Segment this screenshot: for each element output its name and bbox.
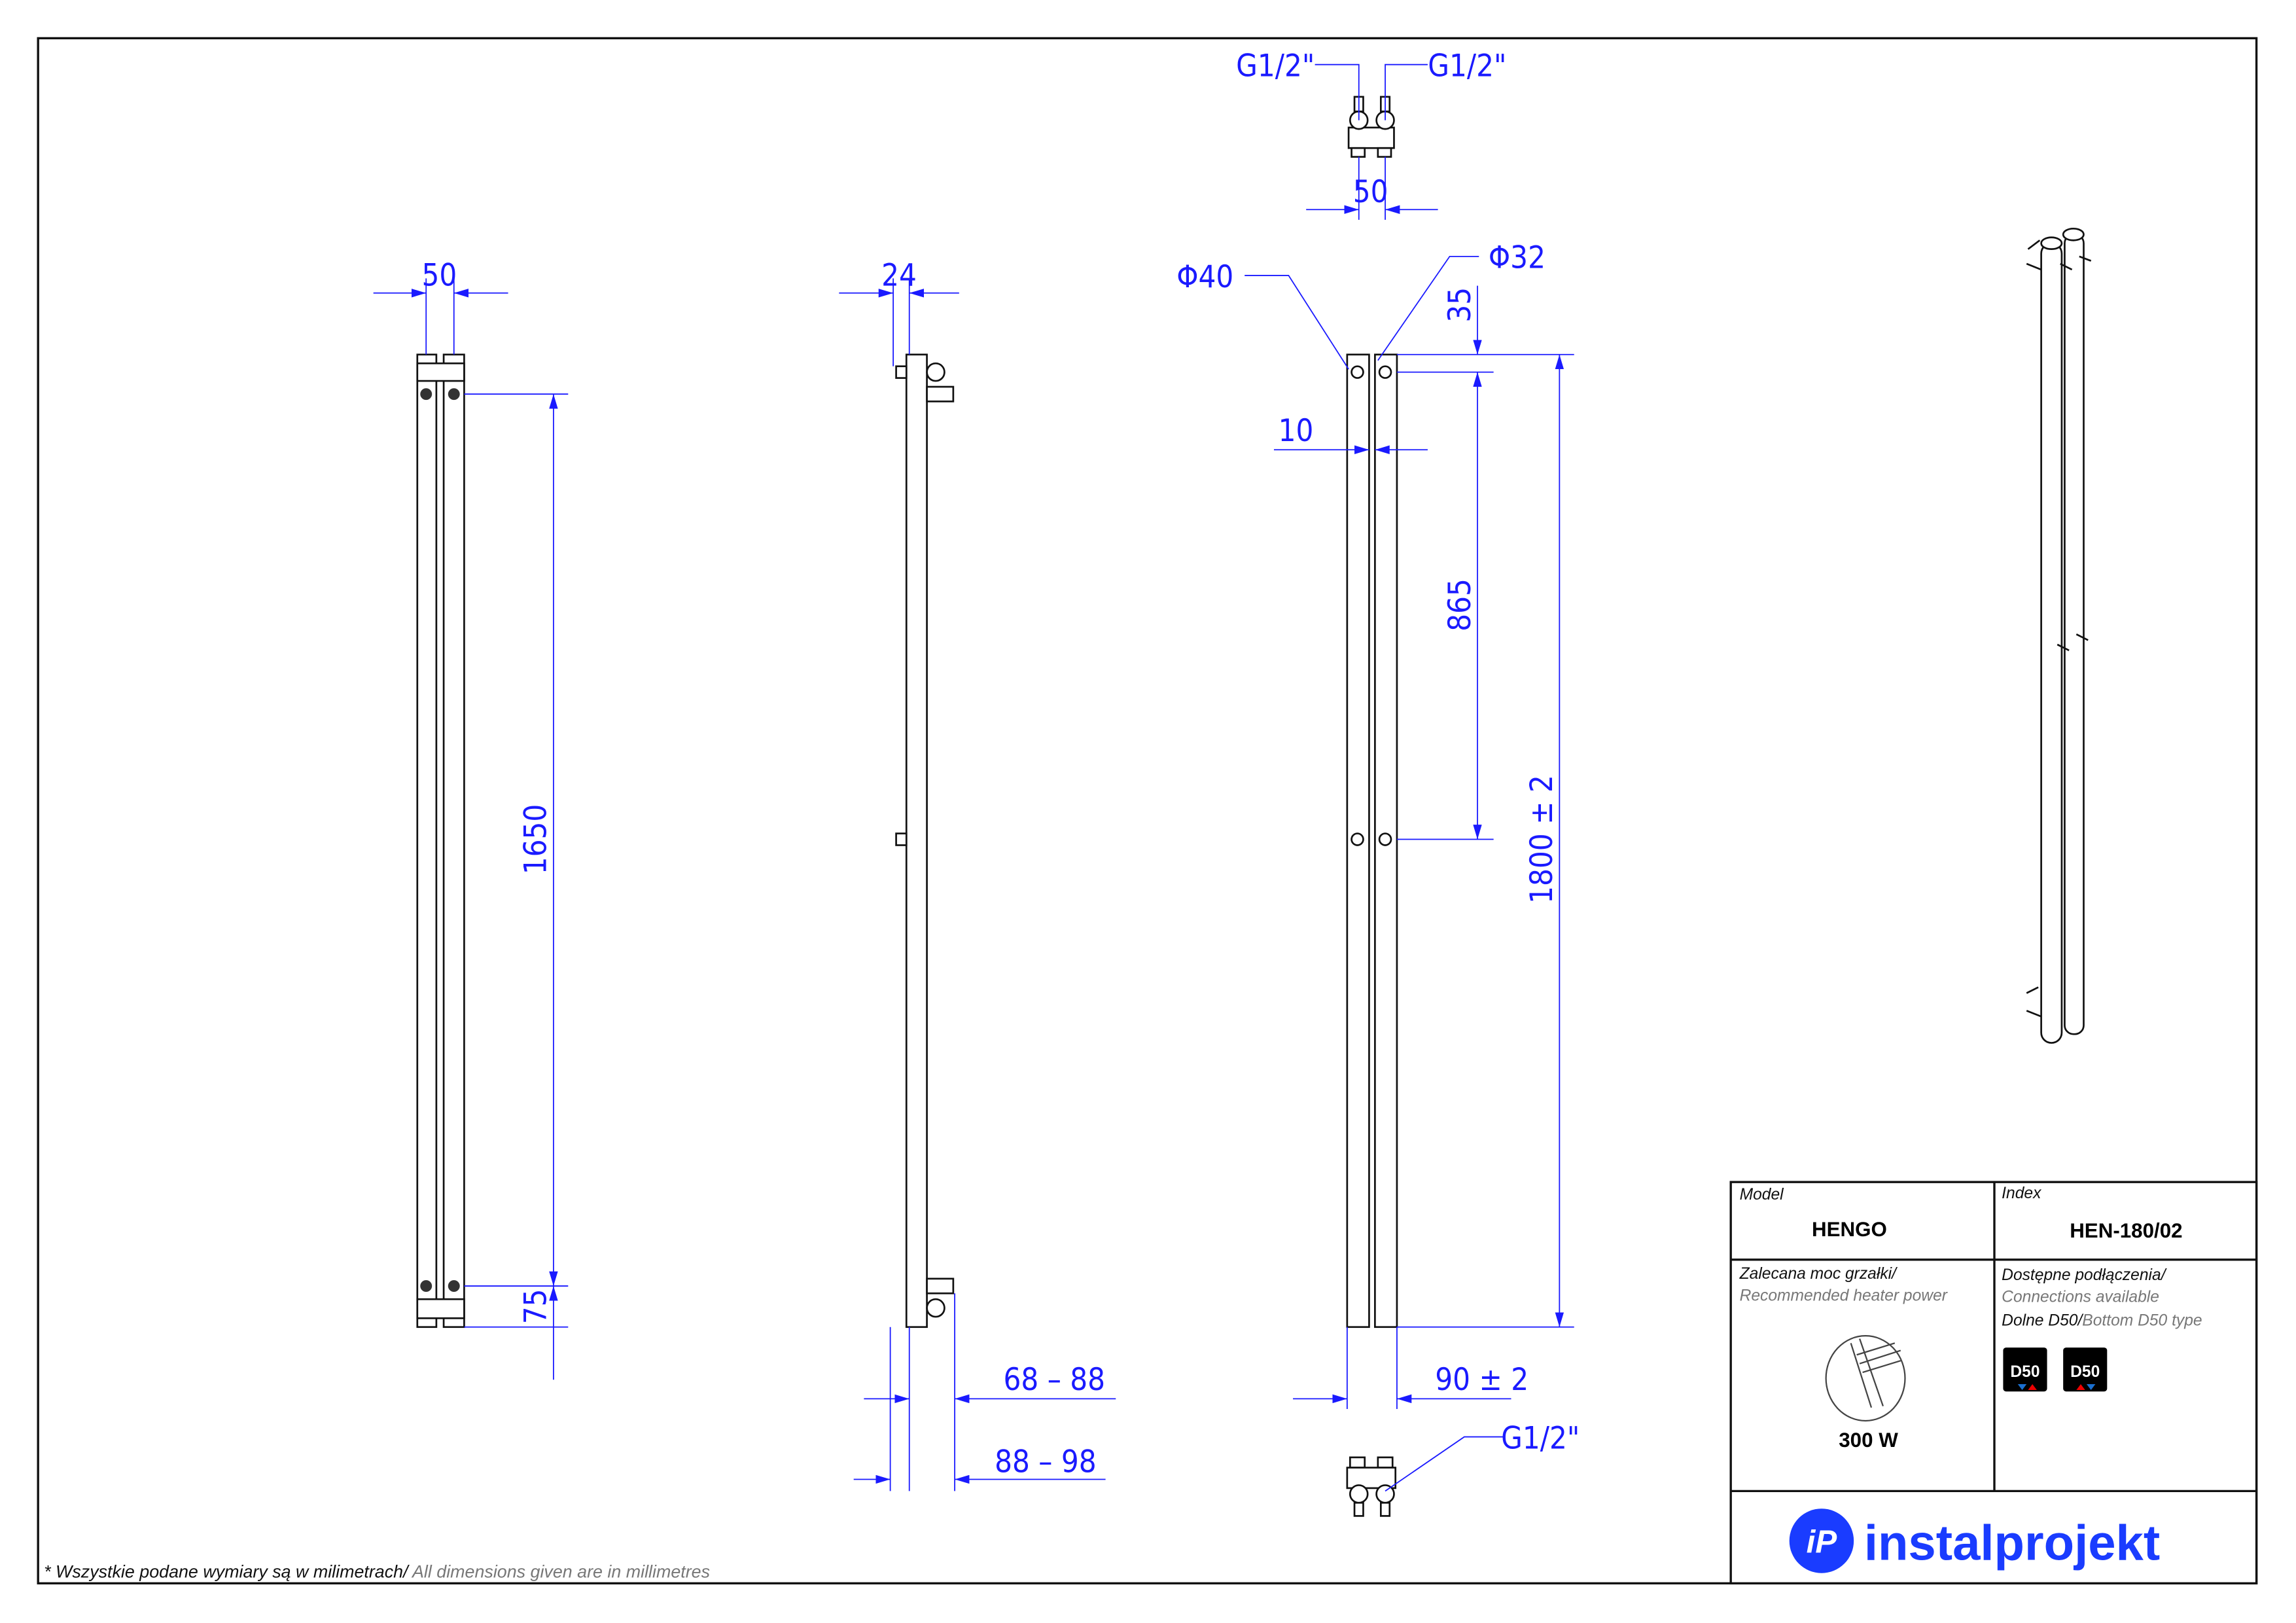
d50-badge: D50 bbox=[2003, 1347, 2047, 1392]
side-view: 24 68 – 88 88 – 98 bbox=[839, 258, 1116, 1491]
dim-total-height: 1800 ± 2 bbox=[1524, 775, 1560, 904]
dim-side-range1: 68 – 88 bbox=[1004, 1362, 1106, 1398]
heater-icon bbox=[1825, 1335, 1906, 1422]
dim-conn-top-right: G1/2" bbox=[1428, 48, 1506, 84]
index-label: Index bbox=[2002, 1185, 2042, 1202]
dim-front-bottom: 75 bbox=[518, 1289, 554, 1325]
rear-view: Φ40 Φ32 35 865 1800 ± 2 10 90 ± 2 bbox=[1176, 240, 1574, 1410]
title-block: Model HENGO Index HEN-180/02 Zalecana mo… bbox=[1729, 1181, 2258, 1585]
power-label-pl: Zalecana moc grzałki/ bbox=[1739, 1265, 1898, 1283]
dim-conn-top-left: G1/2" bbox=[1236, 48, 1315, 84]
bottom-connector-view: G1/2" bbox=[1346, 1420, 1580, 1517]
dim-side-depth: 24 bbox=[881, 258, 917, 294]
dim-front-width: 50 bbox=[421, 258, 457, 294]
drawing-frame bbox=[37, 37, 2258, 1585]
top-connector-view: G1/2" G1/2" 50 bbox=[1236, 48, 1506, 220]
dim-top-offset: 35 bbox=[1442, 287, 1478, 323]
dim-bottom-spacing: 90 ± 2 bbox=[1435, 1362, 1528, 1398]
footnote: * Wszystkie podane wymiary są w milimetr… bbox=[44, 1561, 710, 1581]
dim-diameter-40: Φ40 bbox=[1176, 259, 1233, 295]
power-label-en: Recommended heater power bbox=[1740, 1287, 1949, 1304]
connections-label-en: Connections available bbox=[2002, 1289, 2159, 1306]
dim-conn-bottom: G1/2" bbox=[1501, 1420, 1580, 1456]
dim-gap: 10 bbox=[1279, 413, 1314, 449]
connection-type: Dolne D50/Bottom D50 type bbox=[2002, 1311, 2202, 1329]
dim-side-range2: 88 – 98 bbox=[995, 1444, 1097, 1480]
front-view: 50 1650 75 bbox=[373, 258, 569, 1380]
model-value: HENGO bbox=[1812, 1218, 1887, 1241]
isometric-view bbox=[2026, 227, 2092, 1044]
dim-conn-top-spacing: 50 bbox=[1353, 174, 1388, 210]
svg-text:D50: D50 bbox=[2070, 1363, 2100, 1381]
index-value: HEN-180/02 bbox=[2070, 1219, 2182, 1242]
instalprojekt-logo: iP instalprojekt bbox=[1789, 1508, 2160, 1573]
svg-text:instalprojekt: instalprojekt bbox=[1864, 1516, 2160, 1571]
dim-mid-spacing: 865 bbox=[1442, 579, 1478, 632]
model-label: Model bbox=[1740, 1186, 1785, 1204]
svg-text:iP: iP bbox=[1807, 1524, 1837, 1560]
d50-badge: D50 bbox=[2063, 1347, 2108, 1392]
dim-diameter-32: Φ32 bbox=[1489, 240, 1545, 276]
dim-front-height: 1650 bbox=[518, 804, 554, 875]
connections-label-pl: Dostępne podłączenia/ bbox=[2002, 1266, 2167, 1284]
svg-text:D50: D50 bbox=[2010, 1363, 2040, 1381]
power-value: 300 W bbox=[1839, 1429, 1898, 1452]
